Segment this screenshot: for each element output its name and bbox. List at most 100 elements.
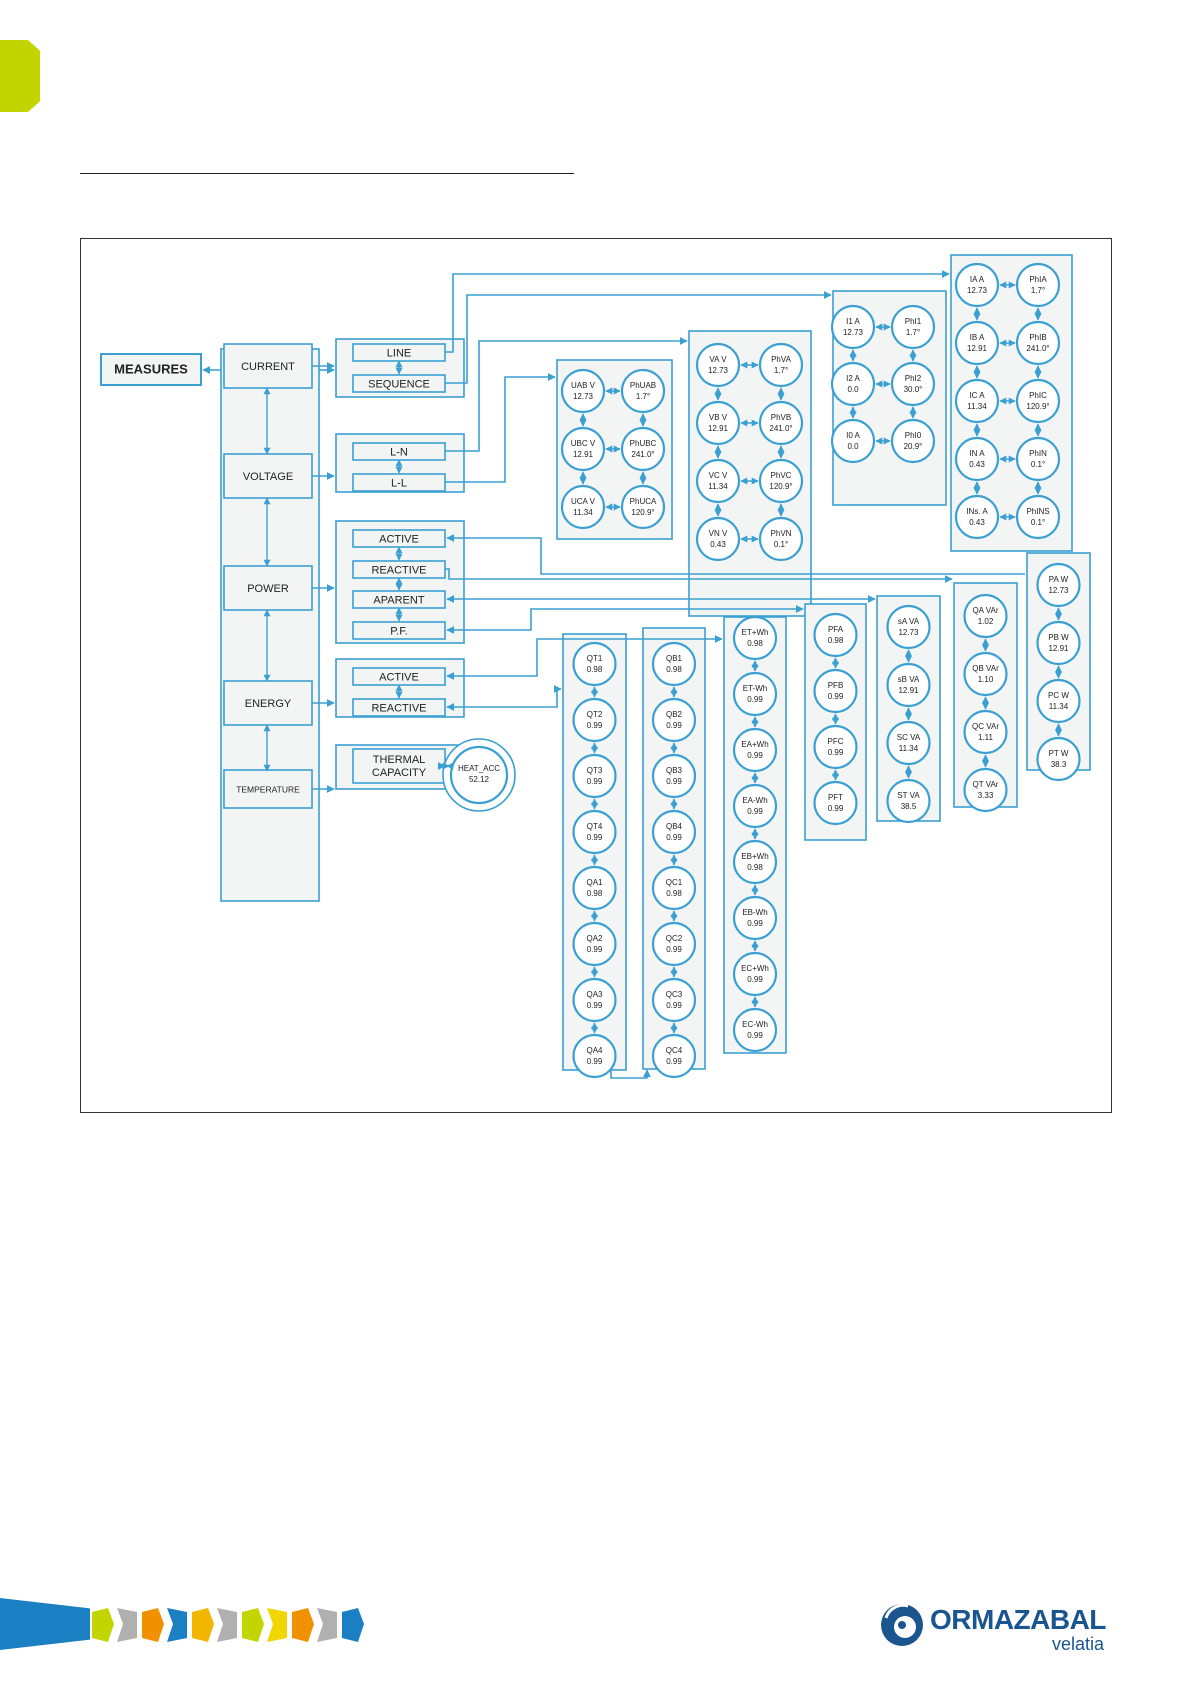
node-in-a: [954, 436, 1000, 482]
logo-subtitle: velatia: [1052, 1634, 1105, 1654]
node-phi1: [890, 304, 936, 350]
node-qa4: [572, 1033, 617, 1079]
node-pfb-label: PFB: [828, 681, 844, 690]
node-qt4-label: QT4: [587, 822, 603, 831]
node-ec-wh-value: 0.99: [747, 975, 763, 984]
node-qa-var-value: 1.02: [978, 617, 994, 626]
sub-p-f-3-box: [352, 621, 446, 640]
node-qa2-label: QA2: [586, 934, 603, 943]
node-i1-a-value: 12.73: [843, 328, 864, 337]
node-i2-a-value: 0.0: [847, 385, 859, 394]
node-qb-var-value: 1.10: [978, 675, 994, 684]
node-ins-a-value: 0.43: [969, 518, 985, 527]
node-pfa-value: 0.98: [828, 636, 844, 645]
node-qa3-value: 0.99: [587, 1001, 603, 1010]
node-st-va: [886, 778, 931, 824]
node-phi0-label: PhI0: [905, 431, 922, 440]
node-qc4-label: QC4: [666, 1046, 683, 1055]
node-vn-v: [695, 516, 741, 562]
measures-box: [100, 353, 202, 386]
node-sb-va-value: 12.91: [898, 686, 919, 695]
node-qt4: [572, 809, 617, 855]
category-temperature-box: [223, 769, 313, 809]
node-eb-wh-label: EB+Wh: [741, 852, 768, 861]
node-eb-wh-value: 0.99: [747, 919, 763, 928]
node-phuab: [620, 368, 666, 414]
sub-l-l-1-label: L-L: [391, 477, 407, 489]
node-phi2-label: PhI2: [905, 374, 922, 383]
categories-panel: [220, 348, 320, 902]
node-va-v-label: VA V: [709, 355, 727, 364]
node-qb1: [651, 641, 697, 687]
node-sb-va-label: sB VA: [898, 675, 920, 684]
node-pc-w-label: PC W: [1048, 691, 1069, 700]
footer-tile: [342, 1608, 364, 1642]
node-phia: [1015, 262, 1061, 308]
sub-p-f-3-label: P.F.: [390, 625, 408, 637]
node-phic-label: PhIC: [1029, 391, 1047, 400]
footer-tile: [117, 1608, 137, 1642]
node-vb-v: [695, 400, 741, 446]
node-pft-value: 0.99: [828, 804, 844, 813]
node-qt3-label: QT3: [587, 766, 603, 775]
node-ubc-v-value: 12.91: [573, 450, 594, 459]
node-pfc-value: 0.99: [828, 748, 844, 757]
node-ea-wh-value: 0.99: [747, 807, 763, 816]
node-eb-wh-label: EB-Wh: [742, 908, 767, 917]
footer-tiles: [92, 1608, 364, 1642]
node-ec-wh-label: EC-Wh: [742, 1020, 768, 1029]
node-pfc-label: PFC: [828, 737, 844, 746]
node-ec-wh-label: EC+Wh: [741, 964, 769, 973]
node-qa4-value: 0.99: [587, 1057, 603, 1066]
footer-tile: [292, 1608, 314, 1642]
corner-tab: [0, 40, 40, 112]
node-qc1-label: QC1: [666, 878, 683, 887]
node-qc4: [651, 1033, 697, 1079]
category-current-label: CURRENT: [241, 361, 295, 373]
node-ic-a: [954, 378, 1000, 424]
node-qa3-label: QA3: [586, 990, 603, 999]
node-pft: [813, 780, 858, 826]
node-ea-wh-label: EA-Wh: [742, 796, 767, 805]
node-qb4-value: 0.99: [666, 833, 682, 842]
node-uca-v: [560, 484, 606, 530]
link-active-power: [446, 534, 1025, 575]
node-ib-a: [954, 320, 1000, 366]
node-ins-a: [954, 494, 1000, 540]
node-qa2-value: 0.99: [587, 945, 603, 954]
node-phi0-value: 20.9°: [904, 442, 923, 451]
node-ia-a-value: 12.73: [967, 286, 988, 295]
heading-rule: [80, 173, 574, 174]
node-ec-wh-value: 0.99: [747, 1031, 763, 1040]
node-qa-var: [963, 593, 1008, 639]
node-sc-va: [886, 720, 931, 766]
node-eb-wh: [732, 895, 778, 941]
node-qb3-label: QB3: [666, 766, 683, 775]
node-qc4-value: 0.99: [666, 1057, 682, 1066]
node-ea-wh-value: 0.99: [747, 751, 763, 760]
node-pc-w-value: 11.34: [1049, 702, 1069, 711]
sub-aparent-2-label: APARENT: [373, 594, 424, 606]
node-uca-v-label: UCA V: [571, 497, 596, 506]
node-vn-v-label: VN V: [709, 529, 728, 538]
node-qb2-label: QB2: [666, 710, 683, 719]
node-phuca-label: PhUCA: [630, 497, 657, 506]
node-ubc-v-label: UBC V: [571, 439, 596, 448]
node-phib-value: 241.0°: [1026, 344, 1049, 353]
heat-acc-node: [449, 745, 509, 805]
node-pa-w-label: PA W: [1049, 575, 1069, 584]
node-pb-w-value: 12.91: [1048, 644, 1069, 653]
node-phi1-label: PhI1: [905, 317, 922, 326]
node-eb-wh-value: 0.98: [747, 863, 763, 872]
node-sa-va-value: 12.73: [898, 628, 919, 637]
node-phi2: [890, 361, 936, 407]
node-ea-wh: [732, 783, 778, 829]
node-qt1-value: 0.98: [587, 665, 603, 674]
node-phi2-value: 30.0°: [904, 385, 923, 394]
node-phin-label: PhIN: [1029, 449, 1047, 458]
category-power-label: POWER: [247, 583, 289, 595]
node-ec-wh: [732, 951, 778, 997]
footer-tile: [317, 1608, 337, 1642]
node-i0-a: [830, 418, 876, 464]
node-pa-w-value: 12.73: [1048, 586, 1069, 595]
